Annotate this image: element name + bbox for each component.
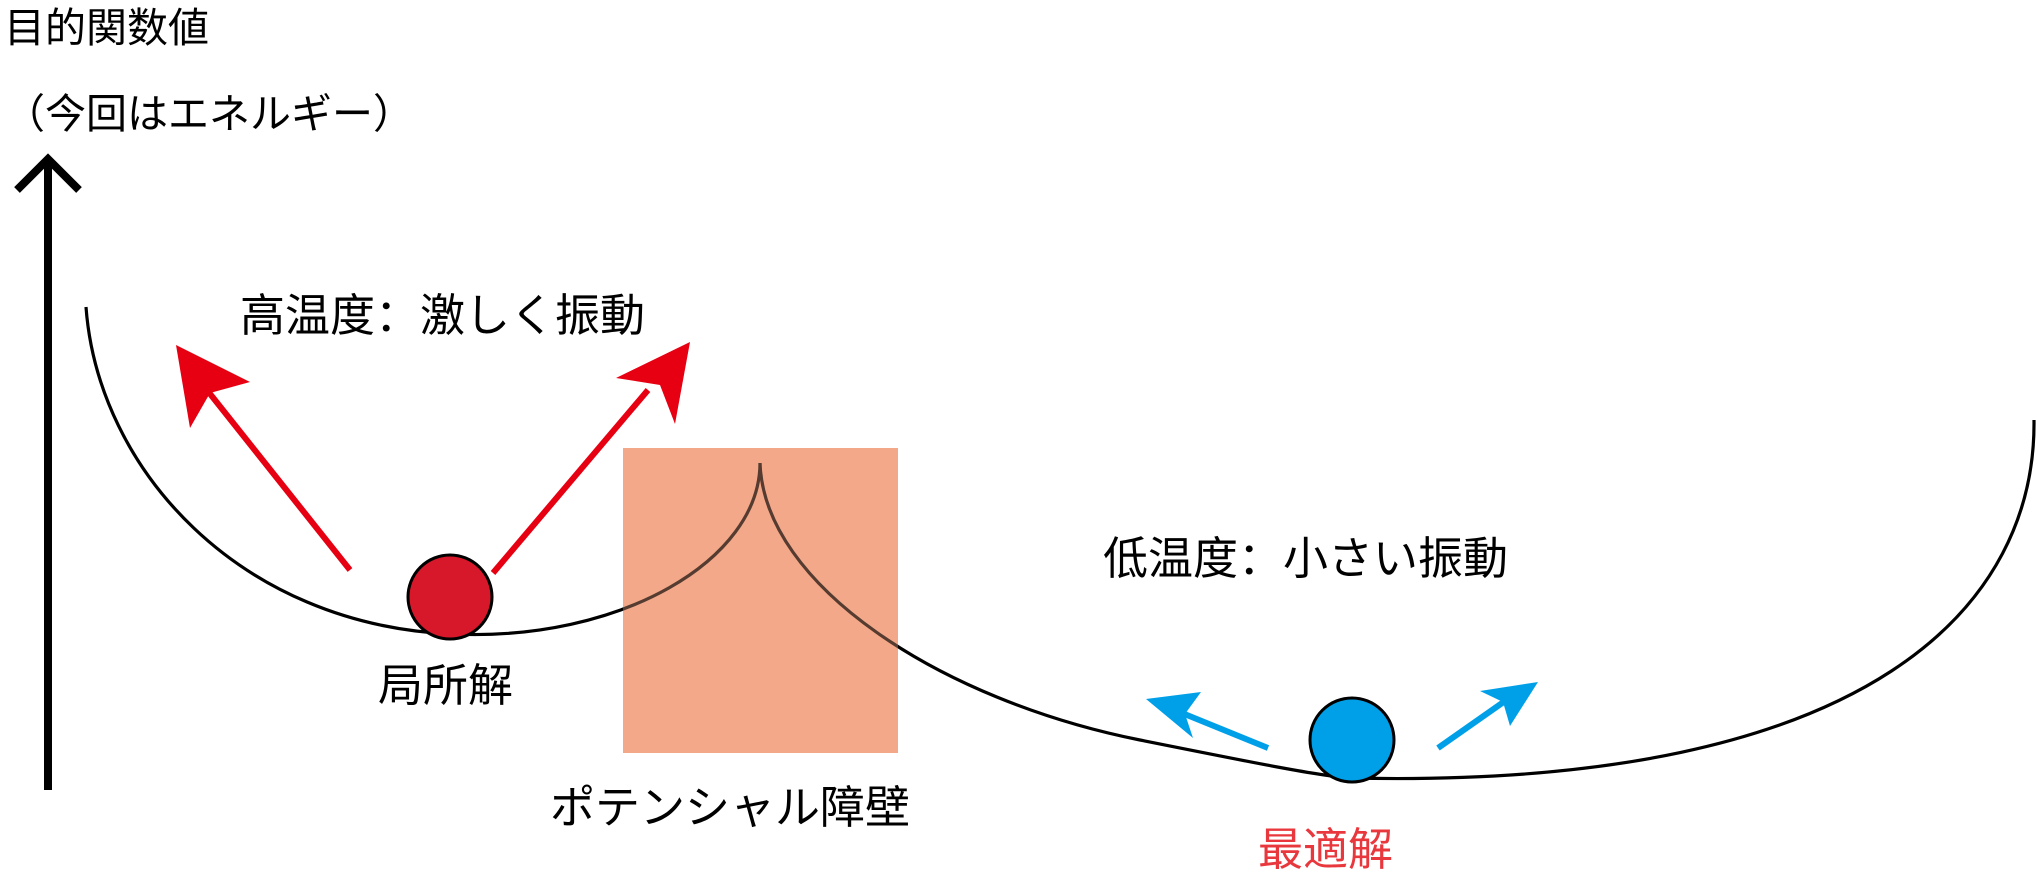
high-temp-arrow-left-shaft xyxy=(200,383,353,572)
local-solution-label: 局所解 xyxy=(378,659,513,712)
low-temp-ball xyxy=(1308,696,1396,784)
potential-barrier-box xyxy=(623,448,898,753)
axis-title-line1: 目的関数値 xyxy=(4,4,209,52)
low-temp-arrow-right-shaft xyxy=(1436,698,1507,751)
low-temp-label: 低温度：小さい振動 xyxy=(1103,532,1508,585)
optimal-solution-label: 最適解 xyxy=(1258,823,1393,876)
high-temp-label: 高温度：激しく振動 xyxy=(240,289,645,342)
axis-title-line2: （今回はエネルギー） xyxy=(4,90,414,138)
energy-curve-right-well xyxy=(758,419,2036,781)
high-temp-arrow-right-head xyxy=(616,342,690,424)
high-temp-ball xyxy=(406,553,494,641)
y-axis-arrowhead xyxy=(14,153,82,193)
high-temp-arrow-left-head xyxy=(176,345,250,428)
low-temp-arrow-left-head xyxy=(1146,692,1201,738)
potential-barrier-overlay xyxy=(623,448,898,753)
potential-barrier-label: ポテンシャル障壁 xyxy=(550,781,910,834)
low-temp-arrow-left-shaft xyxy=(1180,710,1270,751)
low-temp-arrow-right-head xyxy=(1480,682,1538,726)
high-temp-arrow-right-shaft xyxy=(490,388,651,575)
